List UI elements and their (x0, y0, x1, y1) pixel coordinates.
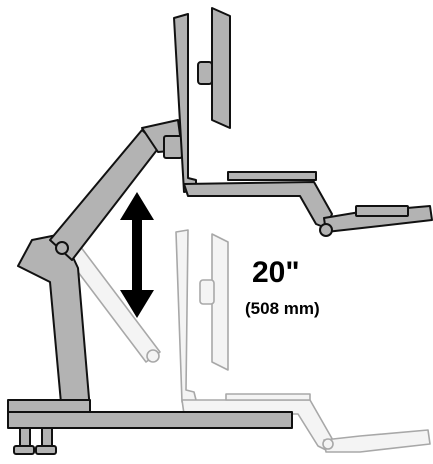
upright-post (173, 13, 197, 193)
clamp-bolt-right (41, 427, 53, 447)
ghost-monitor-mount (199, 279, 215, 305)
ghost-arm-pivot (146, 349, 160, 363)
base-post (17, 233, 91, 415)
main-arm (49, 129, 161, 261)
arm-head-cap (163, 135, 183, 159)
monitor (211, 7, 231, 129)
tray-rail (227, 171, 317, 181)
keyboard-block (355, 205, 409, 217)
mount-base (7, 233, 293, 455)
monitor-mount (197, 61, 213, 85)
height-range-millimeters: (508 mm) (245, 299, 320, 318)
clamp-foot-right (35, 445, 57, 455)
ghost-tray-knob (322, 438, 334, 450)
height-range-inches: 20" (252, 256, 300, 289)
desk-surface (7, 411, 293, 429)
tray-knob (319, 223, 333, 237)
height-arrow-icon (120, 192, 154, 318)
raised-position (49, 7, 433, 261)
arm-pivot-lower (55, 241, 69, 255)
ghost-upright-post (175, 229, 197, 403)
ghost-monitor (211, 233, 229, 371)
clamp-foot-left (13, 445, 35, 455)
clamp-bolt-left (19, 427, 31, 447)
ghost-mouse-platform (323, 429, 431, 453)
ghost-tray-rail (225, 393, 311, 401)
keyboard-tray (183, 181, 333, 229)
